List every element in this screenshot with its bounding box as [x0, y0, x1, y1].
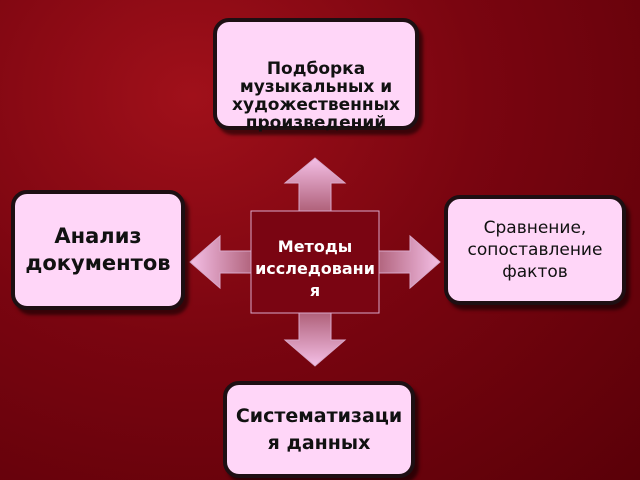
box-bottom: Систематизация данных: [223, 381, 415, 478]
box-left-label: Анализ документов: [25, 224, 171, 275]
box-top: Подборка музыкальных и художественных пр…: [213, 18, 419, 133]
box-left: Анализ документов: [11, 190, 185, 310]
center-label: Методы исследования: [255, 237, 375, 300]
center-square: [250, 210, 380, 314]
box-right: Сравнение, сопоставление фактов: [444, 195, 626, 305]
box-top-label: Подборка музыкальных и художественных пр…: [232, 59, 400, 133]
box-right-label: Сравнение, сопоставление фактов: [467, 218, 603, 282]
box-bottom-label: Систематизация данных: [235, 404, 403, 454]
